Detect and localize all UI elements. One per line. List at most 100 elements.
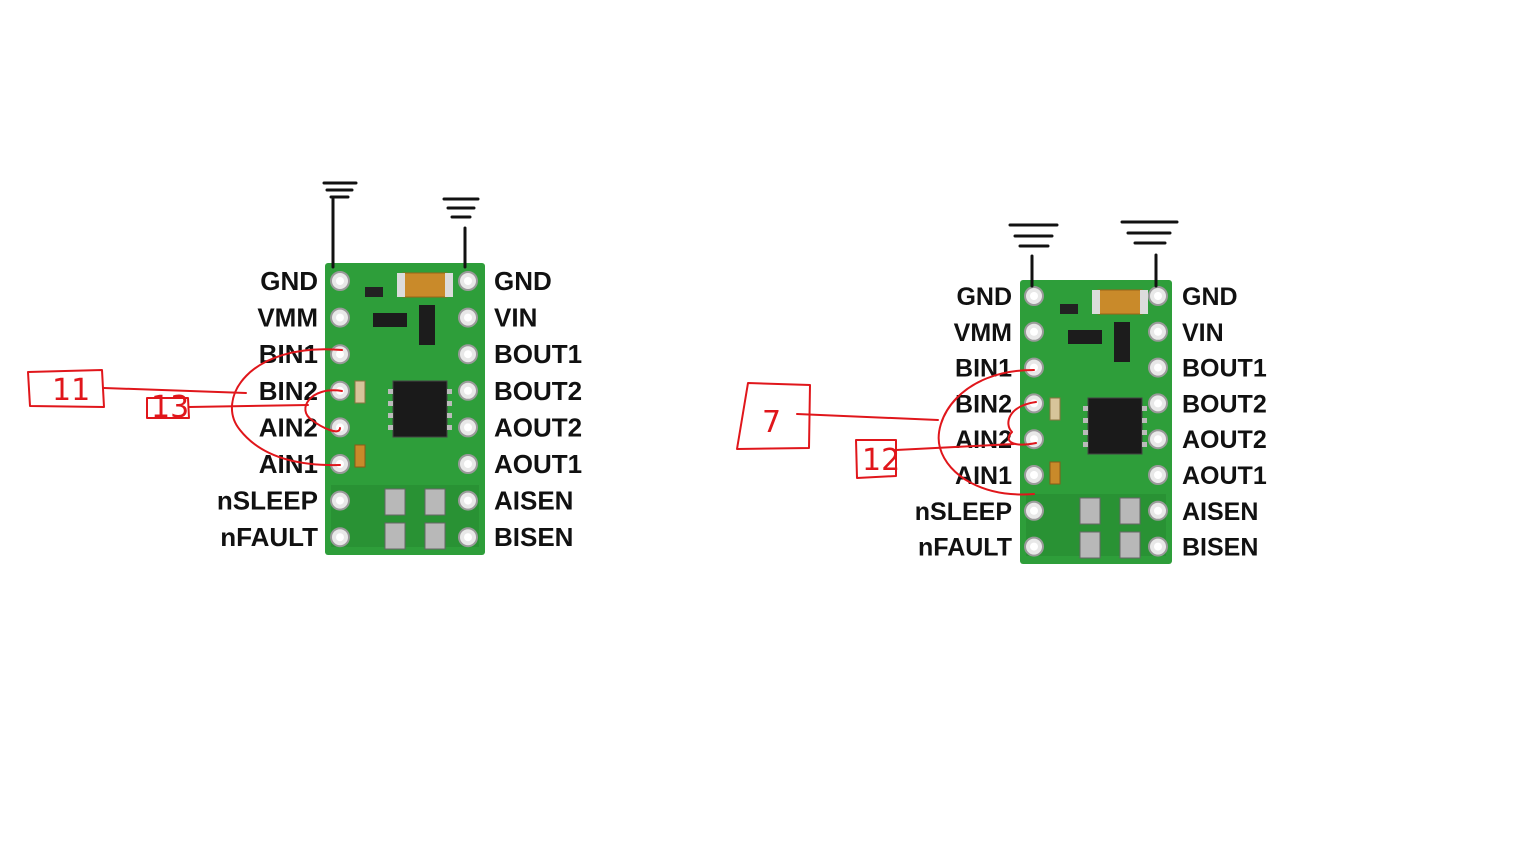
pin-label-right: AOUT2	[1182, 426, 1267, 454]
ground-icon	[322, 181, 358, 269]
sense-resistor	[384, 488, 406, 516]
ic-lead	[1083, 418, 1088, 423]
pin-hole	[1030, 506, 1038, 515]
transistor-component	[1114, 322, 1130, 362]
sense-resistor	[424, 522, 446, 550]
pin-hole	[1154, 363, 1162, 372]
annotation-label: 11	[52, 373, 90, 408]
sense-resistor	[384, 522, 406, 550]
ground-icon	[1120, 220, 1179, 288]
pin-hole	[1154, 506, 1162, 515]
pin-label-left: VMM	[257, 303, 318, 333]
pin-hole	[1154, 399, 1162, 408]
smd-capacitor	[1049, 397, 1061, 421]
pin-label-right: BOUT2	[1182, 390, 1267, 418]
pin-label-right: VIN	[1182, 319, 1224, 347]
pin-label-left: BIN1	[955, 355, 1012, 383]
pin-hole	[1030, 292, 1038, 300]
capacitor-terminal	[397, 273, 405, 297]
pin-hole	[1154, 327, 1162, 336]
pin-label-right: AOUT1	[494, 449, 582, 479]
pin-hole	[464, 460, 472, 468]
pin-label-right: BISEN	[1182, 534, 1258, 562]
ic-lead	[388, 389, 393, 394]
ic-lead	[1142, 418, 1147, 423]
ic-lead	[388, 413, 393, 418]
driver-ic-chip	[392, 380, 448, 438]
pin-hole	[336, 533, 344, 542]
pin-hole	[464, 350, 472, 359]
annotation-label: 13	[151, 390, 189, 425]
pin-label-left: nFAULT	[220, 522, 318, 552]
pin-hole	[1030, 471, 1038, 479]
pin-hole	[1154, 292, 1162, 300]
smd-capacitor	[1049, 461, 1061, 485]
sense-resistor	[424, 488, 446, 516]
pin-hole	[336, 277, 344, 285]
ic-lead	[1142, 430, 1147, 435]
annotation-leader-line	[188, 404, 309, 408]
pin-hole	[336, 496, 344, 505]
pin-hole	[464, 313, 472, 322]
resistor-component	[365, 287, 383, 297]
diode-component	[373, 313, 407, 327]
pin-hole	[336, 350, 344, 359]
pin-hole	[464, 423, 472, 432]
ic-lead	[447, 389, 452, 394]
pin-hole	[1154, 435, 1162, 444]
annotation-label: 7	[762, 405, 781, 440]
pin-label-left: GND	[260, 266, 318, 296]
annotation-wire-arc	[1007, 401, 1037, 446]
pin-label-right: BOUT1	[494, 339, 582, 369]
ic-lead	[1142, 406, 1147, 411]
pin-label-right: AOUT1	[1182, 462, 1267, 490]
pin-hole	[1030, 542, 1038, 551]
pin-label-left: nFAULT	[918, 534, 1012, 562]
pin-label-right: AISEN	[494, 486, 573, 516]
pin-label-right: BISEN	[494, 522, 573, 552]
ic-lead	[1083, 442, 1088, 447]
ic-lead	[447, 413, 452, 418]
ic-lead	[447, 401, 452, 406]
capacitor-component	[1097, 289, 1143, 315]
pin-hole	[464, 496, 472, 505]
wire-annotation-12: 12	[855, 401, 1037, 479]
transistor-component	[419, 305, 435, 345]
ic-lead	[1142, 442, 1147, 447]
pin-label-left: nSLEEP	[915, 498, 1012, 526]
pin-label-right: AISEN	[1182, 498, 1258, 526]
annotation-leader-line	[796, 413, 939, 421]
smd-capacitor	[354, 444, 366, 468]
sense-resistor	[1119, 531, 1141, 559]
sense-resistor	[1119, 497, 1141, 525]
pin-label-right: BOUT2	[494, 376, 582, 406]
pin-hole	[464, 386, 472, 395]
ic-lead	[1083, 406, 1088, 411]
wire-annotation-13: 13	[146, 389, 343, 433]
pin-label-left: AIN2	[955, 426, 1012, 454]
pin-hole	[1154, 471, 1162, 479]
annotation-leader-line	[895, 443, 1015, 451]
ic-lead	[447, 425, 452, 430]
capacitor-terminal	[1092, 290, 1100, 314]
ground-icon	[442, 197, 480, 269]
pin-label-right: VIN	[494, 303, 537, 333]
pin-hole	[1030, 435, 1038, 444]
ic-lead	[388, 425, 393, 430]
annotation-wire-arc	[230, 348, 343, 467]
ic-lead	[388, 401, 393, 406]
smd-capacitor	[354, 380, 366, 404]
ground-icon	[1008, 223, 1059, 288]
wire-annotation-11: 11	[27, 348, 343, 467]
capacitor-terminal	[1140, 290, 1148, 314]
pin-label-left: BIN2	[955, 390, 1012, 418]
pin-hole	[464, 277, 472, 285]
annotation-box	[855, 439, 897, 479]
pin-hole	[336, 313, 344, 322]
annotation-box	[27, 369, 105, 408]
resistor-component	[1060, 304, 1078, 314]
pin-label-left: VMM	[954, 319, 1012, 347]
sense-resistor	[1079, 497, 1101, 525]
motor-driver-board-right: GNDVMMBIN1BIN2AIN2AIN1nSLEEPnFAULTGNDVIN…	[736, 220, 1267, 564]
